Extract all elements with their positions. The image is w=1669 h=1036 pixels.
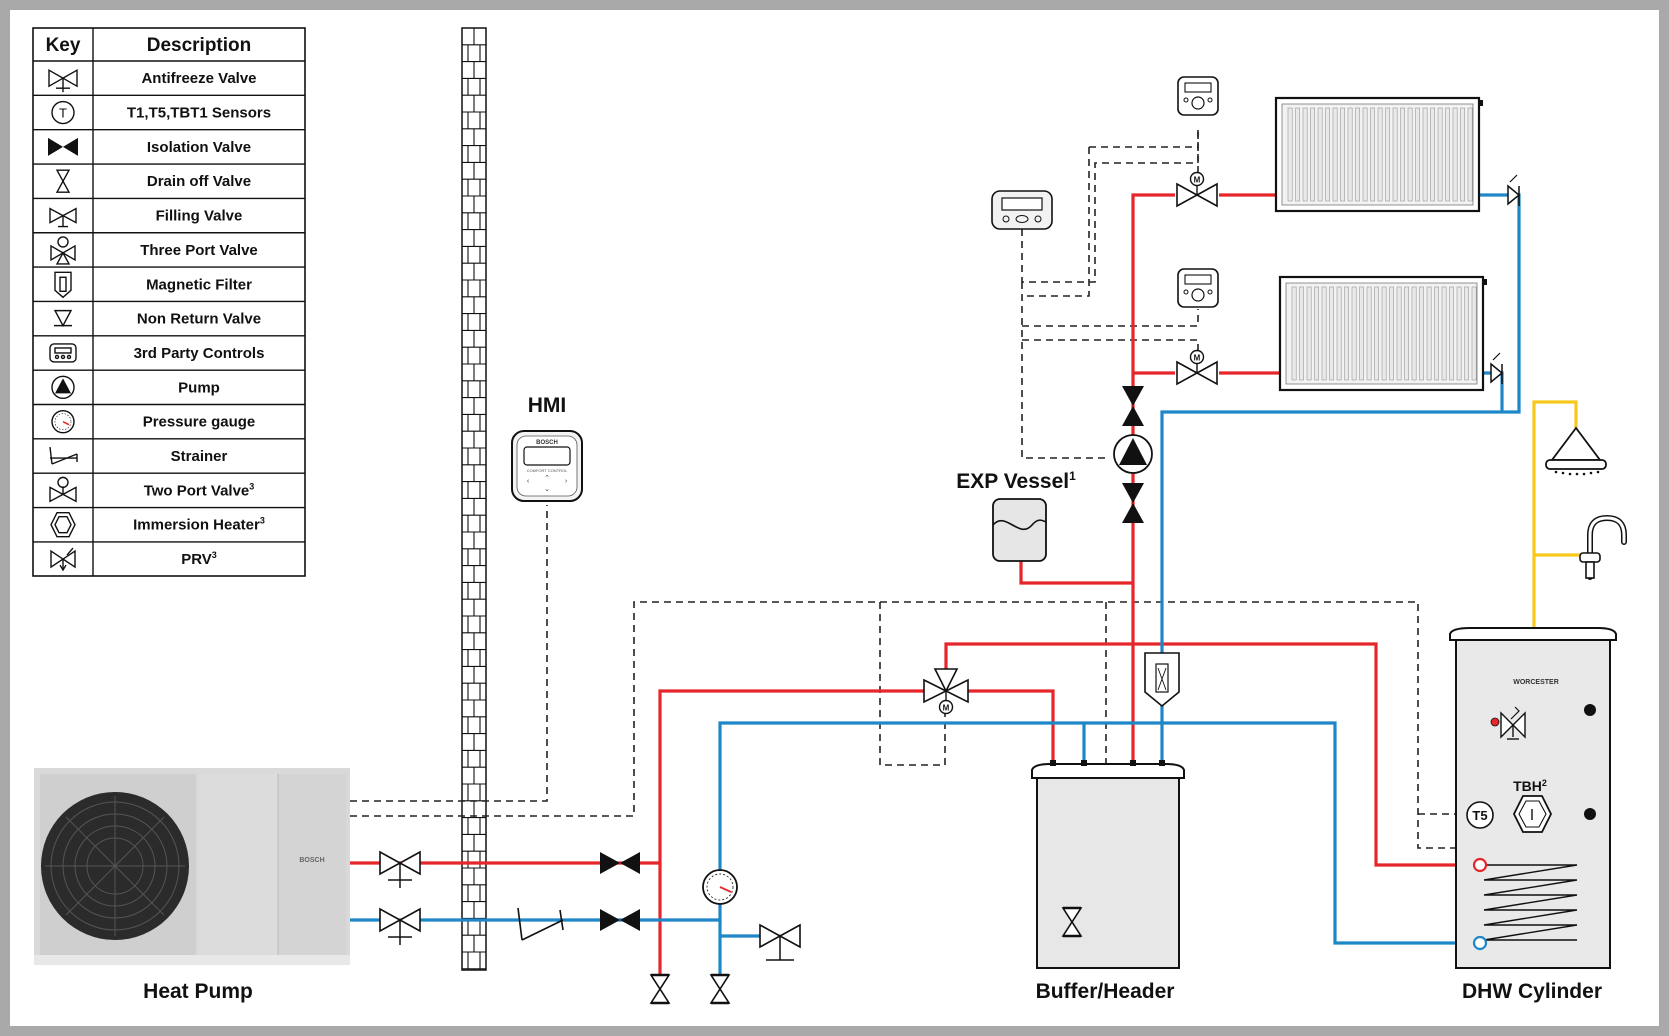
third-party-controller: [991, 190, 1053, 230]
sensor-t-icon: T: [51, 100, 75, 125]
heat-pump-label: Heat Pump: [143, 980, 253, 1003]
svg-text:BOSCH: BOSCH: [536, 440, 558, 446]
flow-pipes: [350, 193, 1480, 975]
key-row: Three Port Valve: [33, 232, 305, 265]
unit-brand: BOSCH: [299, 857, 324, 864]
two-port-valve-icon: [49, 476, 77, 503]
key-row: Immersion Heater3: [33, 506, 305, 538]
control-wiring: [350, 130, 1480, 849]
key-row-label: Three Port Valve: [140, 242, 258, 259]
lockshield-valve-bottom: [1490, 352, 1504, 384]
key-row-label: Magnetic Filter: [146, 276, 252, 293]
hmi-label: HMI: [528, 394, 567, 417]
dhw-cylinder: WORCESTER T5 TBH2: [1449, 627, 1617, 969]
exp-vessel-label: EXP Vessel1: [956, 469, 1076, 493]
buffer-label: Buffer/Header: [1036, 980, 1175, 1003]
return-pipes: [350, 193, 1521, 975]
buffer-tank: [1031, 760, 1185, 969]
svg-text:⌄: ⌄: [544, 486, 550, 493]
non-return-valve-icon: [53, 309, 73, 328]
antifreeze-valve-icon: [48, 68, 78, 93]
pressure-gauge-icon: [51, 409, 75, 434]
key-row-label: Two Port Valve3: [144, 481, 255, 499]
key-row-label: Antifreeze Valve: [141, 70, 256, 87]
lockshield-valve-top: [1507, 174, 1521, 206]
pressure-gauge: [702, 869, 738, 920]
key-row-label: PRV3: [181, 550, 217, 568]
three-port-valve-icon: [50, 236, 76, 265]
magnetic-filter: [1144, 652, 1180, 708]
key-row-label: Drain off Valve: [147, 173, 251, 190]
tbh-label: TBH2: [1513, 778, 1547, 794]
radiator-bottom: [1278, 275, 1487, 392]
key-row: Drain off Valve: [33, 163, 305, 193]
t5-label: T5: [1472, 808, 1487, 823]
immersion-heater-icon: [50, 512, 76, 538]
drain-off-valve-icon: [55, 169, 71, 193]
room-thermostat-bottom: [1177, 268, 1219, 308]
room-thermostat-top: [1177, 76, 1219, 116]
key-row-label: Filling Valve: [156, 208, 243, 225]
three-port-valve: M: [923, 668, 969, 715]
cylinder-brand: WORCESTER: [1513, 679, 1559, 686]
brick-wall: [461, 27, 487, 971]
key-row-label: Immersion Heater3: [133, 516, 265, 534]
key-row-label: 3rd Party Controls: [134, 345, 265, 362]
description-header: Description: [147, 35, 252, 56]
heat-pump-unit: BOSCH: [34, 768, 350, 965]
magnetic-filter-icon: [54, 271, 72, 299]
key-row: T T1,T5,TBT1 Sensors: [33, 94, 305, 125]
antifreeze-valve-flow: [379, 851, 421, 888]
shower-head: [1545, 426, 1607, 476]
svg-text:⌃: ⌃: [544, 475, 550, 482]
dhw-label: DHW Cylinder: [1462, 980, 1602, 1003]
key-row-label: Non Return Valve: [137, 311, 261, 328]
key-row-label: Pump: [178, 379, 220, 396]
svg-text:COMFORT CONTROL: COMFORT CONTROL: [527, 468, 569, 473]
key-row: Non Return Valve: [33, 300, 305, 328]
hmi-controller: BOSCH COMFORT CONTROL ‹ ⌃ › ⌄: [511, 430, 583, 502]
strainer: [517, 907, 564, 941]
key-row: Pressure gauge: [33, 403, 305, 434]
key-row: PRV3: [33, 541, 305, 572]
pump-icon: [51, 375, 75, 400]
key-row: Pump: [33, 369, 305, 400]
controller-icon: [49, 343, 77, 363]
radiator-top: [1274, 96, 1483, 213]
key-row-label: Strainer: [171, 448, 228, 465]
svg-text:‹: ‹: [527, 478, 530, 485]
svg-text:T: T: [59, 106, 67, 121]
expansion-vessel: [992, 498, 1047, 562]
key-row: Two Port Valve3: [33, 472, 305, 503]
svg-text:M: M: [943, 704, 950, 713]
svg-text:›: ›: [565, 478, 568, 485]
strainer-icon: [49, 446, 78, 465]
key-row: Filling Valve: [33, 197, 305, 228]
antifreeze-valve-return: [379, 908, 421, 945]
key-row: 3rd Party Controls: [33, 335, 305, 363]
filling-valve-icon: [49, 207, 77, 228]
key-row-label: Isolation Valve: [147, 139, 251, 156]
key-row: Strainer: [33, 438, 305, 465]
prv-icon: [50, 547, 76, 572]
filling-valve: [759, 924, 801, 961]
key-row: Isolation Valve: [33, 128, 305, 156]
key-header: Key: [46, 35, 81, 56]
key-row-label: T1,T5,TBT1 Sensors: [127, 105, 271, 122]
isolation-valve-icon: [48, 137, 78, 156]
key-row-label: Pressure gauge: [143, 414, 256, 431]
key-row: Antifreeze Valve: [33, 60, 305, 93]
tap: [1579, 514, 1627, 580]
key-row: Magnetic Filter: [33, 266, 305, 299]
circulating-pump: [1113, 434, 1153, 474]
